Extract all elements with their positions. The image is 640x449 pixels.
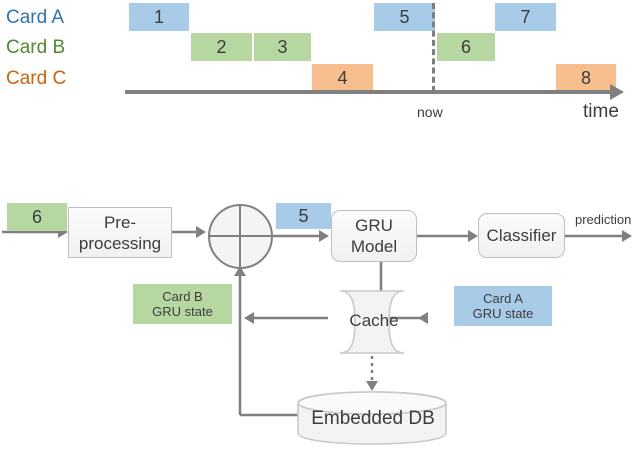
cache-shape[interactable]	[326, 289, 422, 359]
input-event-card[interactable]: 6	[7, 203, 67, 231]
timeline-axis	[125, 90, 612, 94]
card-b-gru-state-tag[interactable]: Card B GRU state	[133, 284, 232, 324]
classifier-box[interactable]: Classifier	[478, 213, 565, 258]
timeline-event-8[interactable]: 8	[556, 64, 616, 92]
timeline-event-2[interactable]: 2	[191, 33, 252, 61]
timeline-event-1[interactable]: 1	[129, 3, 189, 31]
timeline-axis-label: time	[583, 101, 619, 122]
preprocessing-line-2: processing	[78, 233, 162, 253]
prediction-label: prediction	[575, 212, 632, 227]
timeline-row-label-card-c: Card C	[6, 68, 67, 89]
now-marker-label: now	[417, 104, 443, 120]
card-b-state-line-1: Card B	[162, 289, 203, 304]
card-b-state-line-2: GRU state	[152, 304, 213, 319]
timeline-row-label-card-a: Card A	[6, 7, 65, 28]
arrow-gru-to-classifier-icon	[468, 230, 478, 242]
arrow-cache-to-db-icon	[366, 381, 378, 391]
preprocessing-line-1: Pre-	[103, 212, 137, 232]
timeline-axis-arrow-icon	[610, 84, 624, 100]
summation-crosshair-vertical	[239, 204, 241, 269]
timeline-event-3[interactable]: 3	[254, 33, 311, 61]
arrow-into-cache-icon	[418, 312, 428, 324]
cache-label: Cache	[349, 311, 399, 330]
arrow-preprocessing-to-sum-icon	[196, 226, 206, 238]
new-event-card[interactable]: 5	[276, 203, 331, 229]
embedded-db-shape[interactable]	[296, 390, 450, 446]
arrow-sum-to-gru-icon	[319, 230, 329, 242]
arrow-state-into-sum-icon	[234, 266, 246, 276]
card-a-gru-state-tag[interactable]: Card A GRU state	[454, 286, 552, 326]
arrow-prediction-out-icon	[622, 230, 632, 242]
timeline-event-4[interactable]: 4	[312, 64, 373, 92]
card-a-state-line-2: GRU state	[472, 306, 534, 321]
arrow-into-preprocessing-icon	[58, 226, 68, 238]
gru-model-line-1: GRU	[355, 216, 393, 235]
gru-model-box[interactable]: GRU Model	[331, 210, 417, 262]
preprocessing-label: Pre- processing	[79, 212, 161, 254]
card-a-state-line-1: Card A	[483, 291, 523, 306]
embedded-db-label: Embedded DB	[311, 408, 435, 429]
now-marker-line	[432, 3, 435, 92]
timeline-event-5[interactable]: 5	[374, 3, 435, 31]
preprocessing-box[interactable]: Pre- processing	[68, 207, 172, 258]
arrow-cache-to-sum-icon	[244, 312, 254, 324]
gru-model-line-2: Model	[350, 237, 398, 256]
timeline-event-7[interactable]: 7	[495, 3, 556, 31]
timeline-section: Card A Card B Card C 1 2 3 4 5 6 7 8 now…	[0, 0, 640, 130]
timeline-row-label-card-b: Card B	[6, 37, 66, 58]
timeline-event-6[interactable]: 6	[437, 33, 495, 61]
gru-model-label: GRU Model	[351, 215, 397, 257]
